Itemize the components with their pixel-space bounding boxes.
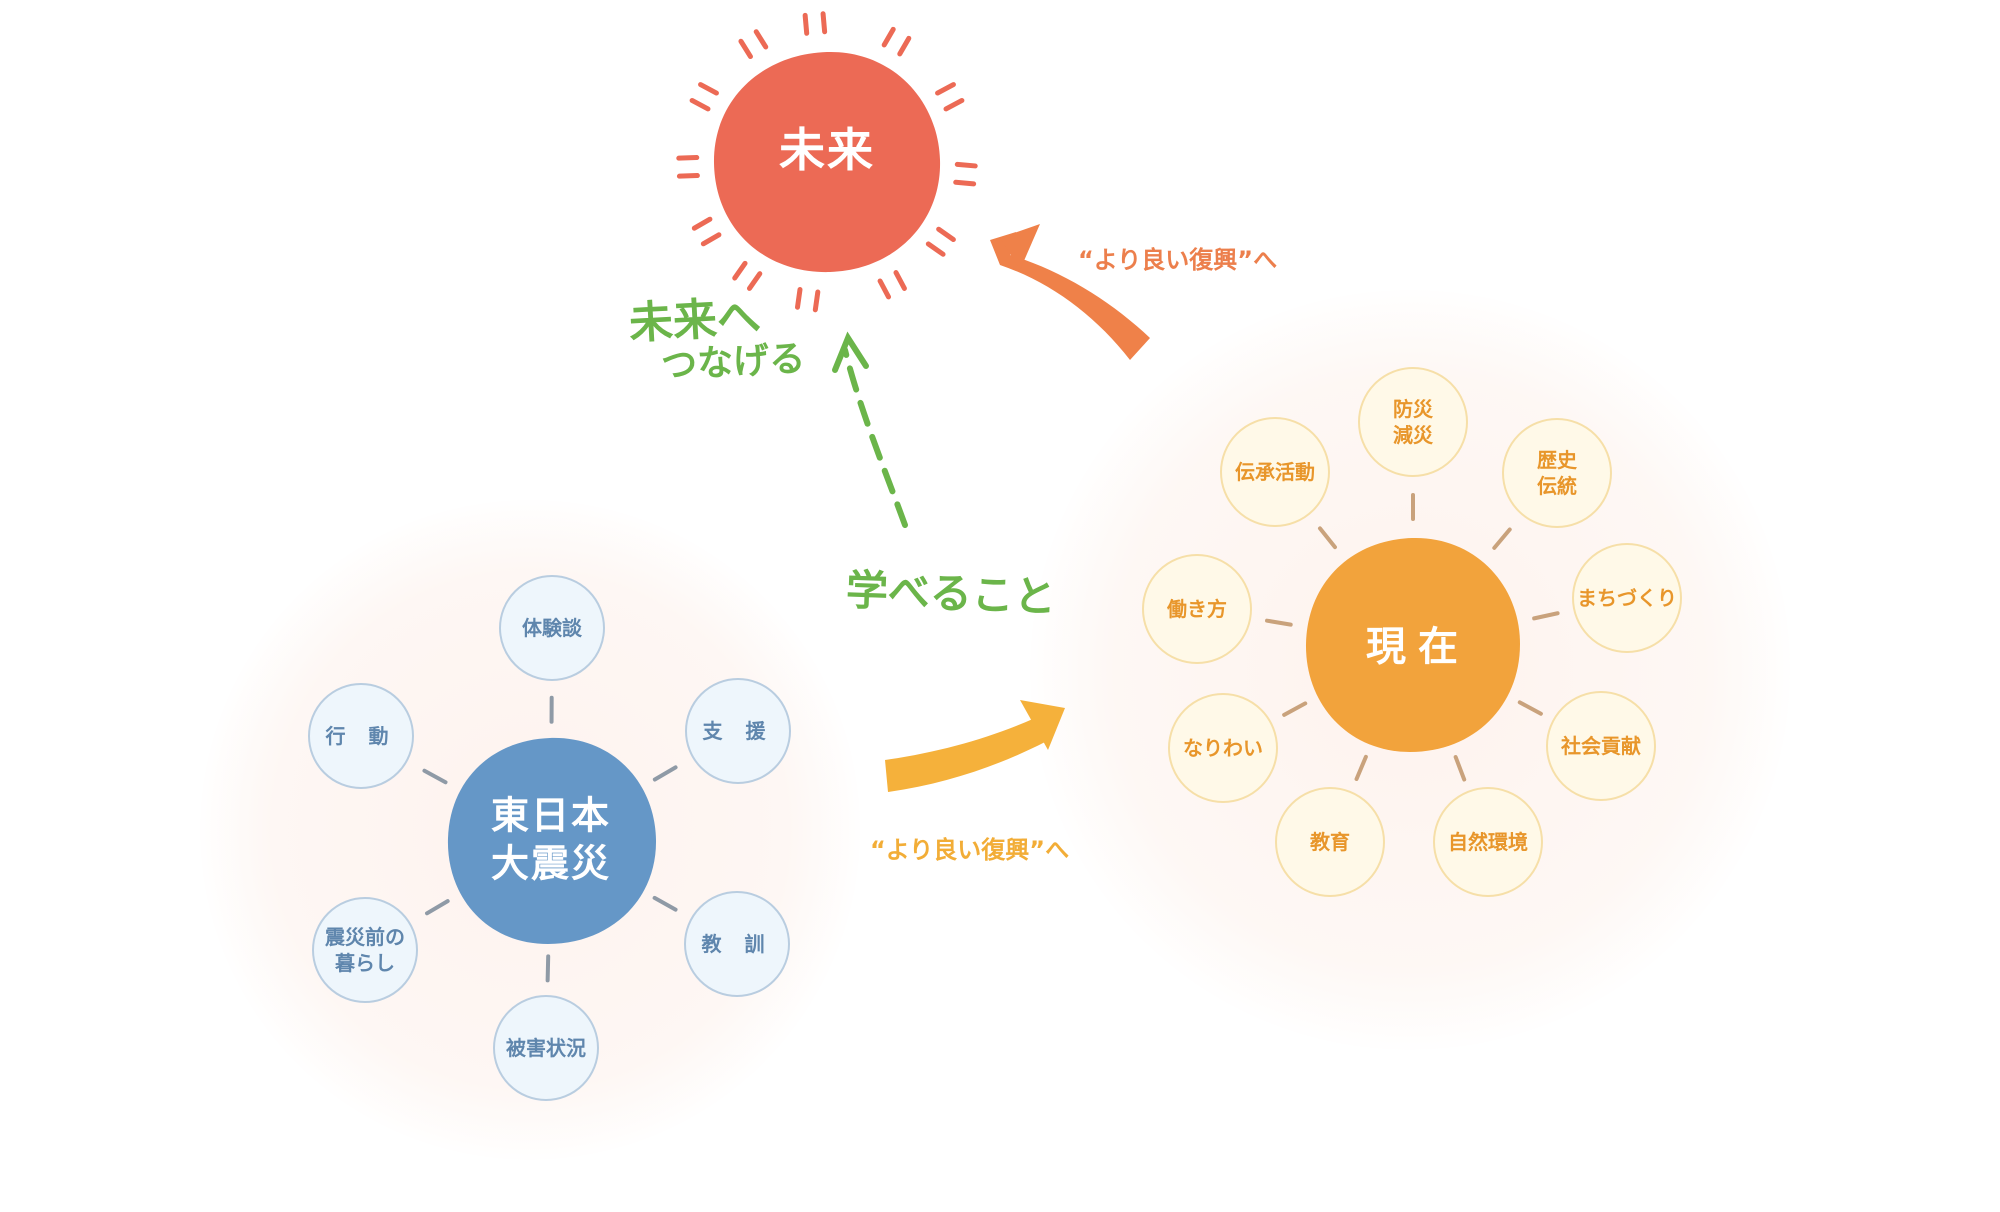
present-connector (1282, 701, 1308, 717)
sun-ray-b (897, 35, 912, 57)
caption-present-to-future: “より良い復興”へ (1078, 246, 1278, 274)
present-item-history: 歴史 伝統 (1537, 448, 1577, 498)
present-bubble (1502, 418, 1612, 528)
present-bubble (1546, 691, 1656, 801)
past-connector (545, 954, 551, 983)
past-connector (652, 765, 678, 782)
past-item-damage: 被害状況 (506, 1036, 586, 1060)
past-item-pre-disaster-life: 震災前の 暮らし (325, 925, 405, 975)
caption-past-to-present: “より良い復興”へ (870, 836, 1070, 864)
sun-ray-b (925, 241, 946, 257)
sun-ray-b (943, 97, 965, 112)
present-item-nature: 自然環境 (1448, 830, 1528, 854)
sun-ray-a (700, 232, 722, 247)
present-bubble (1572, 543, 1682, 653)
present-item-disaster-prevention: 防災 減災 (1393, 397, 1433, 447)
present-bubble (1358, 367, 1468, 477)
sun-rays (676, 11, 978, 313)
past-bubble (493, 995, 599, 1101)
past-bubble (308, 683, 414, 789)
present-connector (1492, 527, 1512, 550)
sun-ray-b (877, 278, 892, 300)
past-item-actions: 行 動 (325, 724, 397, 748)
sun-ray-a (936, 226, 956, 243)
past-item-support: 支 援 (702, 719, 774, 743)
present-item-tradition-activity: 伝承活動 (1235, 460, 1315, 484)
present-item-education: 教育 (1310, 830, 1350, 854)
present-bubble (1220, 417, 1330, 527)
present-connector (1517, 700, 1543, 716)
sun-ray-a (893, 270, 907, 291)
sun-ray-b (953, 179, 977, 187)
present-bubble (1142, 554, 1252, 664)
sun-ray-b (820, 11, 828, 35)
present-connector (1354, 754, 1368, 781)
present-bubbles (1142, 367, 1682, 897)
past-item-lessons: 教 訓 (701, 932, 773, 956)
present-item-work-style: 働き方 (1167, 597, 1227, 621)
past-connector (652, 895, 678, 912)
present-connectors (1265, 493, 1560, 782)
past-bubble (684, 891, 790, 997)
sun-ray-b (753, 29, 769, 50)
sun-ray-b (698, 82, 719, 96)
learnings-label: 学べること (845, 565, 1057, 622)
sun-ray-a (738, 38, 753, 60)
sun-ray-a (954, 161, 978, 169)
sun-ray-a (746, 271, 763, 291)
present-hub-circle (1305, 537, 1520, 752)
present-item-town-planning: まちづくり (1577, 586, 1677, 610)
sun-ray-a (881, 26, 896, 48)
past-label: 東日本 大震災 (490, 793, 612, 886)
sun-ray-b (732, 260, 748, 281)
past-to-present-arrow (885, 700, 1065, 792)
sun-ray-a (935, 82, 956, 96)
present-connector (1265, 618, 1293, 627)
past-connector (422, 768, 448, 785)
past-connector (425, 899, 450, 916)
connect-to-future-label: 未来へ つなげる (628, 292, 807, 389)
present-bubble (1275, 787, 1385, 897)
sun-ray-b (676, 155, 700, 161)
sun-ray-a (802, 12, 810, 36)
present-item-livelihood: なりわい (1183, 736, 1263, 760)
future-hub-circle (713, 51, 941, 273)
present-connector (1317, 526, 1337, 550)
sun-ray-b (794, 286, 803, 310)
future-label: 未来 (779, 123, 875, 177)
present-bubble (1168, 693, 1278, 803)
past-hub-circle (447, 737, 657, 944)
sun-ray-a (689, 97, 711, 112)
past-connectors (422, 695, 678, 983)
past-bubble (312, 897, 418, 1003)
past-bubble (499, 575, 605, 681)
present-to-future-arrow (990, 224, 1150, 360)
present-label: 現在 (1366, 624, 1470, 670)
past-bubble (685, 678, 791, 784)
present-item-social-contribution: 社会貢献 (1561, 734, 1641, 758)
present-connector (1532, 611, 1560, 621)
sun-ray-a (676, 173, 700, 179)
present-connector (1453, 755, 1467, 782)
learn-arrow (832, 331, 908, 528)
sun-ray-b (691, 216, 713, 231)
present-bubble (1433, 787, 1543, 897)
sun-ray-a (812, 289, 821, 313)
past-item-testimony: 体験談 (522, 616, 582, 640)
past-bubbles (308, 575, 791, 1101)
